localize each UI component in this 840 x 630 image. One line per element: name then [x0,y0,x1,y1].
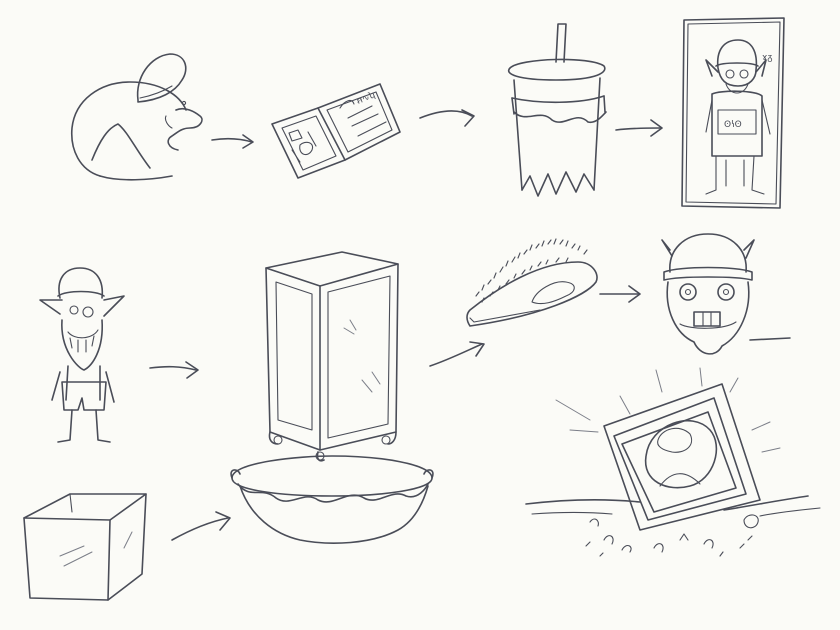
grass-icon [466,238,598,327]
svg-text:ɤᵹ: ɤᵹ [762,53,772,63]
frame-icon [525,367,821,557]
arrow-icon [171,511,231,541]
arrow-icon [211,134,254,149]
arrow-icon [429,341,485,367]
book-icon: ꞥ∿ʮ [271,83,401,179]
arrow-icon [615,119,663,137]
elf-icon [39,267,125,443]
arrow-icon [149,361,199,379]
cabinet-icon [265,251,399,462]
poster-icon: ʘꝇʘ ɤᵹ [681,17,785,209]
round-creature-icon [70,53,203,181]
bowl-icon [230,455,434,544]
elf-head-icon [661,233,791,355]
arrow-icon [599,285,641,303]
arrow-icon [419,109,475,127]
box-icon [23,493,147,601]
svg-text:ʘꝇʘ: ʘꝇʘ [724,120,742,130]
cup-icon [507,23,607,197]
